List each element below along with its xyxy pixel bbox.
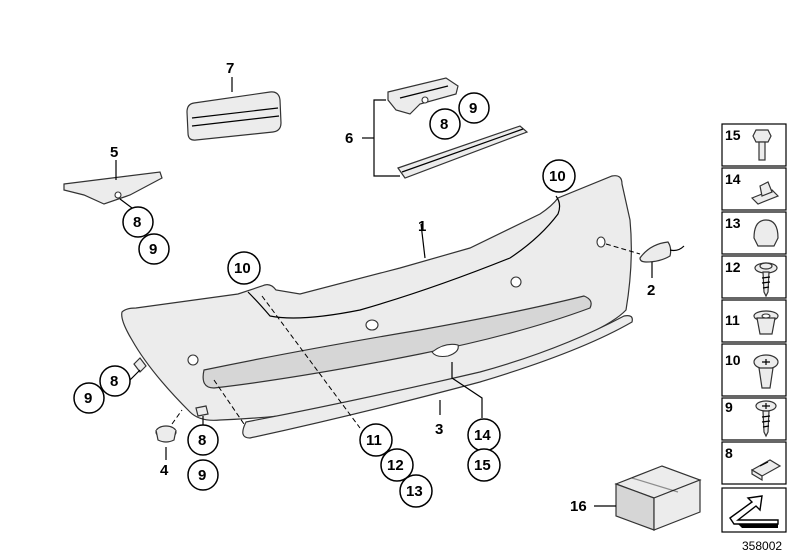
callout-bracket-9: 9: [149, 241, 157, 258]
bracket-left-part: [63, 171, 163, 205]
reflector-part: [186, 91, 282, 141]
callout-clip-8: 8: [440, 116, 448, 133]
callout-bracket-8: 8: [133, 214, 141, 231]
legend-num-8: 8: [725, 445, 733, 461]
arrow-icon: [729, 495, 779, 528]
callout-11: 11: [366, 432, 382, 449]
spring-nut-icon: [750, 459, 782, 482]
leader-bracket-8: [119, 198, 133, 209]
bolt-icon: [752, 129, 772, 161]
box-part: [614, 465, 702, 531]
callout-left-10: 10: [234, 260, 251, 277]
leader-1: [420, 223, 426, 259]
callout-left-9: 9: [84, 390, 92, 407]
callout-16: 16: [570, 498, 587, 515]
callout-7: 7: [226, 60, 234, 77]
callout-6: 6: [345, 130, 353, 147]
legend-num-14: 14: [725, 171, 741, 187]
callout-12: 12: [387, 457, 404, 474]
legend-num-15: 15: [725, 127, 741, 143]
mounting-clip-part: [387, 77, 459, 115]
legend-num-10: 10: [725, 352, 741, 368]
legend-num-11: 11: [725, 312, 740, 328]
dash-lower-left: [213, 379, 245, 425]
callout-clip-9: 9: [469, 100, 477, 117]
fastener-legend: 15 14 13 12 11: [721, 123, 787, 533]
plastic-rivet-icon: [753, 354, 779, 389]
callout-4: 4: [160, 462, 169, 479]
callout-3: 3: [435, 421, 443, 438]
bumper-trim-part: [121, 175, 632, 421]
callout-lower-9: 9: [198, 467, 206, 484]
bracket-6: [373, 99, 400, 177]
clip-nut-icon: [750, 181, 780, 205]
legend-num-13: 13: [725, 215, 741, 231]
reference-number: 358002: [742, 539, 782, 553]
leader-left-8: [129, 369, 141, 381]
collar-screw-icon: [755, 400, 777, 438]
cap-icon: [753, 219, 779, 247]
lower-trim-strip-part: [242, 315, 633, 439]
callout-5: 5: [110, 144, 118, 161]
sensor-holder-part: [605, 241, 685, 263]
callout-15: 15: [474, 457, 491, 474]
callout-right-10: 10: [549, 168, 566, 185]
screw-washer-icon: [754, 262, 778, 298]
callout-1: 1: [418, 218, 426, 235]
callout-13: 13: [406, 483, 423, 500]
callout-lower-8: 8: [198, 432, 206, 449]
legend-num-12: 12: [725, 259, 741, 275]
grommet-part: [155, 409, 183, 443]
leader-14: [451, 362, 483, 418]
expanding-nut-icon: [753, 310, 779, 335]
guide-strip-part: [397, 125, 529, 179]
dash-to-11: [261, 295, 361, 429]
legend-num-9: 9: [725, 399, 733, 415]
callout-left-8: 8: [110, 373, 118, 390]
callout-14: 14: [474, 427, 491, 444]
callout-2: 2: [647, 282, 655, 299]
